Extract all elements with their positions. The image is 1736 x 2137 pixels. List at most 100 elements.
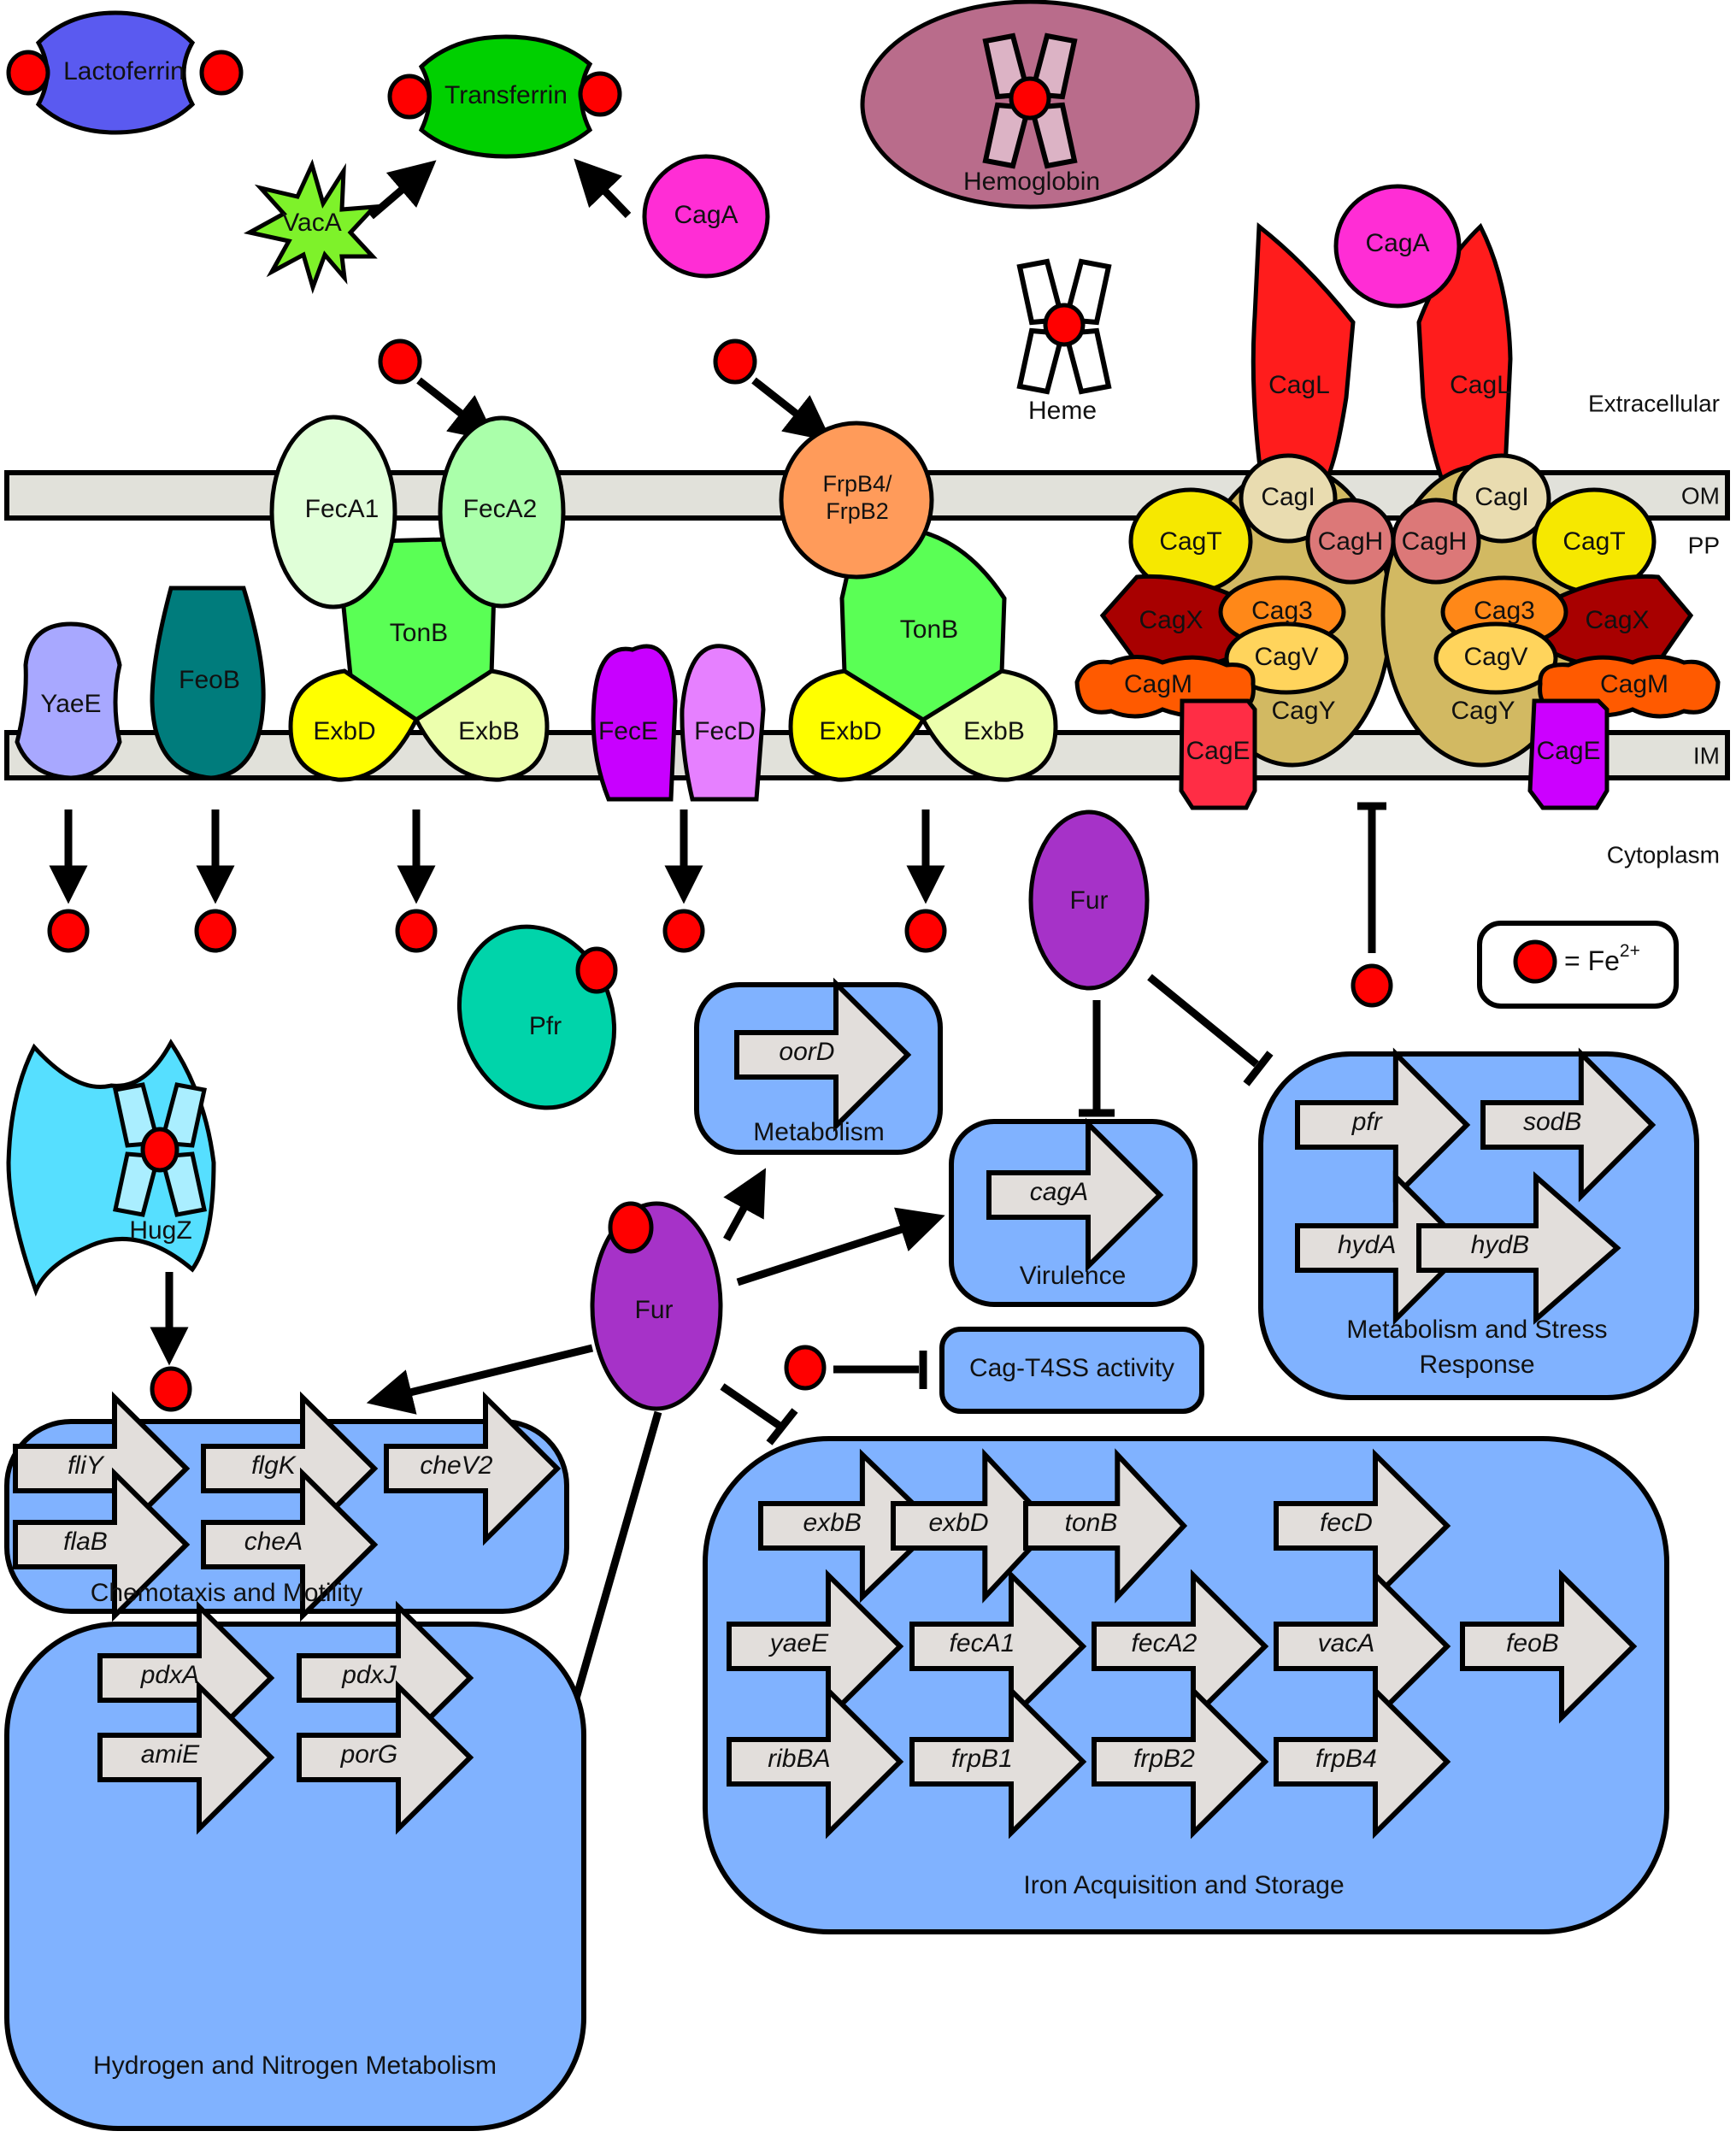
gene-group-metabolism: oorD Metabolism (694, 977, 943, 1155)
svg-text:Cag-T4SS activity: Cag-T4SS activity (969, 1354, 1174, 1382)
svg-text:CagY: CagY (1451, 697, 1515, 725)
svg-text:FeoB: FeoB (179, 666, 240, 694)
gene-arrow-flaB: flaB (13, 1467, 191, 1622)
svg-text:Lactoferrin: Lactoferrin (63, 57, 185, 85)
gene-arrow-shape (13, 1467, 191, 1622)
fur-activates-virulence (736, 1207, 945, 1286)
gene-label: flgK (251, 1451, 297, 1480)
iron-ion (662, 909, 705, 953)
region-pp-label: PP (1688, 532, 1720, 558)
gene-arrow-shape (1416, 1171, 1621, 1325)
gene-arrow-oorD: oorD (734, 977, 912, 1133)
gene-arrow-shape (758, 1448, 940, 1604)
gene-arrow-shape (734, 977, 912, 1133)
svg-text:VacA: VacA (282, 209, 341, 237)
gene-arrow-shape (1295, 1047, 1471, 1203)
lactoferrin: Lactoferrin (6, 10, 244, 135)
gene-label: fecD (1320, 1509, 1373, 1537)
svg-text:ExbD: ExbD (819, 717, 881, 745)
gene-label: cheV2 (420, 1451, 492, 1480)
region-im-label: IM (1693, 742, 1720, 768)
gene-label: fecA1 (950, 1629, 1015, 1657)
inhibition-bar (766, 1408, 798, 1445)
svg-text:CagV: CagV (1254, 643, 1318, 671)
gene-arrow-fecA1: fecA1 (909, 1569, 1087, 1724)
region-cytoplasm-label: Cytoplasm (1607, 841, 1720, 868)
gene-label: cheA (244, 1528, 303, 1556)
cag-t4ss-right: CagL CagI CagH CagT CagX Cag3 CagV CagM … (1380, 222, 1721, 810)
iron-to-feca-arrow (416, 377, 497, 442)
gene-arrow-shape (1460, 1569, 1638, 1724)
svg-text:FecD: FecD (694, 717, 756, 745)
svg-text:Metabolism: Metabolism (753, 1118, 884, 1146)
gene-label: amiE (141, 1740, 200, 1769)
gene-arrow-shape (1274, 1569, 1451, 1724)
svg-text:CagL: CagL (1268, 371, 1330, 399)
hemoglobin: Hemoglobin (860, 0, 1200, 209)
svg-text:Cag3: Cag3 (1251, 597, 1313, 625)
svg-text:Cag3: Cag3 (1474, 597, 1535, 625)
iron-ion (904, 909, 947, 953)
feob-transporter: FeoB (150, 586, 266, 780)
gene-arrow-frpB4: frpB4 (1274, 1684, 1451, 1840)
svg-text:Hydrogen and Nitrogen Metaboli: Hydrogen and Nitrogen Metabolism (93, 2052, 497, 2080)
inhibition-bar (1243, 1051, 1274, 1086)
frpb-tonb-complex: FrpB4/ FrpB2 TonB ExbD ExbB (779, 421, 1058, 782)
gene-arrow-shape (891, 1448, 1056, 1604)
svg-text:Response: Response (1419, 1351, 1534, 1379)
svg-text:CagT: CagT (1562, 527, 1625, 556)
caga-to-transferrin-arrow (574, 158, 632, 219)
svg-text:Transferrin: Transferrin (444, 81, 568, 109)
vaca-toxin: VacA (243, 158, 380, 295)
gene-group-cag-t4ss: Cag-T4SS activity (939, 1327, 1204, 1414)
svg-text:CagY: CagY (1271, 697, 1335, 725)
gene-arrow-shape (201, 1467, 379, 1622)
iron-ion (713, 339, 757, 385)
gene-label: sodB (1523, 1108, 1581, 1136)
svg-text:HugZ: HugZ (129, 1216, 191, 1245)
gene-arrow-ribBA: ribBA (727, 1684, 904, 1840)
svg-text:FrpB2: FrpB2 (826, 498, 889, 524)
svg-text:CagE: CagE (1536, 737, 1600, 765)
gene-label: pdxA (140, 1661, 199, 1689)
fur-activates-chemotaxis (366, 1344, 594, 1415)
gene-label: flaB (63, 1528, 108, 1556)
gene-arrow-hydA: hydA (1295, 1170, 1471, 1326)
gene-arrow-shape (727, 1569, 904, 1724)
svg-text:CagM: CagM (1124, 670, 1192, 698)
gene-arrow-cheV2: cheV2 (384, 1391, 562, 1546)
svg-text:Fur: Fur (635, 1296, 674, 1324)
fur-activates-metabolism (723, 1168, 767, 1242)
gene-arrow-hydB: hydB (1416, 1171, 1621, 1325)
svg-text:FecE: FecE (598, 717, 658, 745)
gene-arrow-shape (1480, 1047, 1657, 1203)
svg-text:CagX: CagX (1585, 606, 1649, 634)
svg-text:TonB: TonB (900, 615, 958, 644)
svg-text:ExbB: ExbB (963, 717, 1025, 745)
region-om-label: OM (1681, 482, 1720, 509)
gene-arrow-fecD: fecD (1274, 1448, 1451, 1604)
iron-ion (150, 1366, 192, 1412)
gene-arrow-shape (909, 1569, 1087, 1724)
cag-t4ss-left: CagL CagI CagH CagT CagX Cag3 CagV CagM … (1074, 222, 1396, 810)
gene-label: fecA2 (1132, 1629, 1198, 1657)
gene-arrow-shape (727, 1684, 904, 1840)
svg-text:Pfr: Pfr (529, 1012, 562, 1040)
gene-label: feoB (1506, 1629, 1559, 1657)
svg-text:CagI: CagI (1261, 483, 1315, 511)
gene-arrow-shape (384, 1391, 562, 1546)
fece-transporter: FecE (591, 644, 678, 802)
svg-text:CagI: CagI (1474, 483, 1528, 511)
svg-text:YaeE: YaeE (40, 690, 101, 718)
svg-text:Chemotaxis and Motility: Chemotaxis and Motility (91, 1579, 362, 1607)
gene-label: frpB1 (951, 1745, 1013, 1773)
gene-group-virulence: cagA Virulence (949, 1117, 1198, 1307)
region-extracellular-label: Extracellular (1588, 390, 1720, 416)
fecd-transporter: FecD (680, 644, 766, 802)
gene-arrow-fecA2: fecA2 (1092, 1569, 1269, 1724)
iron-ion (784, 1345, 827, 1391)
gene-arrow-sodB: sodB (1480, 1047, 1657, 1203)
